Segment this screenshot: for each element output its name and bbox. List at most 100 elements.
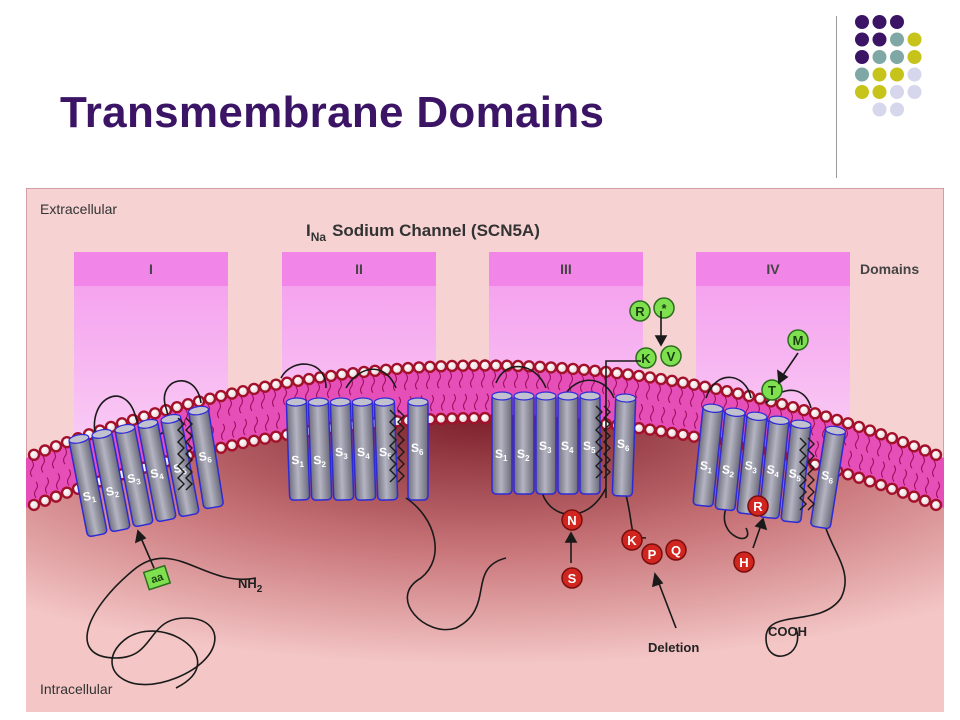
dot-lavender: [907, 85, 922, 99]
helix-segment: S3: [736, 411, 768, 516]
slide-title: Transmembrane Domains: [60, 88, 605, 137]
helix-segment: S5: [373, 397, 399, 501]
peptide-chain: [86, 363, 846, 689]
dot-teal: [890, 32, 904, 47]
helix-segment: S3: [329, 397, 355, 501]
svg-text:S4: S4: [766, 462, 781, 479]
nh2-label: NH2: [238, 576, 263, 595]
svg-text:R: R: [635, 304, 645, 319]
svg-text:S1: S1: [699, 458, 714, 475]
svg-text:S6: S6: [411, 441, 424, 457]
svg-text:S4: S4: [357, 445, 371, 461]
svg-text:S2: S2: [721, 462, 736, 479]
svg-text:S3: S3: [744, 458, 759, 475]
dot-yellow: [855, 85, 869, 99]
dot-teal: [855, 67, 869, 82]
mutation-badge-red: K: [621, 529, 643, 551]
svg-text:*: *: [661, 301, 667, 316]
dot-lavender: [890, 102, 904, 117]
helix-segment: S2: [91, 428, 131, 533]
channel-title-subscript: Na: [311, 230, 327, 244]
channel-title-rest: Sodium Channel (SCN5A): [332, 221, 540, 240]
helix-segment: S1: [285, 397, 311, 501]
mutation-badge-green: *: [653, 297, 675, 319]
dot-purple: [855, 15, 869, 29]
svg-text:H: H: [739, 555, 748, 570]
svg-text:M: M: [793, 333, 804, 348]
svg-text:S6: S6: [617, 437, 631, 453]
deletion-label: Deletion: [648, 640, 699, 655]
helix-segment: S5: [579, 391, 601, 495]
svg-text:S3: S3: [335, 445, 349, 461]
dot-purple: [872, 15, 887, 29]
dot-purple: [855, 32, 869, 47]
dot-yellow: [872, 85, 887, 99]
svg-text:V: V: [667, 349, 676, 364]
mutation-badge-red: P: [641, 543, 663, 565]
svg-text:T: T: [768, 383, 776, 398]
domain-label: I: [149, 261, 153, 277]
dot-purple: [855, 50, 869, 64]
channel-title: INa Sodium Channel (SCN5A): [306, 221, 540, 244]
mutation-badge-green: K: [635, 347, 657, 369]
dot-lavender: [872, 102, 887, 117]
dot-yellow: [907, 32, 922, 47]
svg-text:Q: Q: [671, 543, 681, 558]
dot-yellow: [907, 50, 922, 64]
svg-text:S: S: [568, 571, 577, 586]
helix-segment: S4: [351, 397, 377, 501]
mutation-arrows: [134, 311, 799, 629]
helix-segment: S4: [137, 418, 177, 523]
svg-text:S2: S2: [105, 483, 121, 501]
mutation-badge-red: S: [561, 567, 583, 589]
svg-text:P: P: [648, 547, 657, 562]
dot-purple: [890, 15, 904, 29]
domain-III-helices: S1 S2 S3 S4 S5 S6: [491, 391, 637, 497]
dot-lavender: [890, 85, 904, 99]
dot-lavender: [907, 67, 922, 82]
domain-label: IV: [766, 261, 780, 277]
nh2-subscript: 2: [257, 584, 263, 595]
mutation-badge-red: H: [733, 551, 755, 573]
svg-text:S2: S2: [313, 453, 327, 469]
svg-text:aa: aa: [150, 571, 166, 586]
helix-segment: S3: [114, 423, 154, 528]
svg-text:S4: S4: [149, 465, 165, 483]
svg-text:S4: S4: [561, 439, 574, 455]
dot-yellow: [890, 67, 904, 82]
svg-text:K: K: [641, 351, 651, 366]
domain-label: II: [355, 261, 363, 277]
nh2-text: NH: [238, 576, 257, 591]
mutation-badge-green: V: [660, 345, 682, 367]
helix-segment: S3: [535, 391, 557, 495]
helix-segment-s6: S6: [810, 425, 847, 530]
helix-segment: S4: [557, 391, 579, 495]
helix-segment: S1: [692, 403, 724, 508]
mutation-badge-green: R: [629, 300, 651, 322]
svg-text:S2: S2: [517, 447, 530, 463]
svg-text:S6: S6: [820, 468, 835, 486]
svg-text:S3: S3: [126, 470, 142, 488]
svg-text:N: N: [567, 513, 576, 528]
helix-segment: S2: [513, 391, 535, 495]
helix-segment-s6: S6: [611, 393, 637, 497]
intracellular-label: Intracellular: [40, 681, 113, 697]
decorative-dot-grid: [855, 15, 922, 117]
helix-segment-s6: S6: [407, 397, 429, 501]
helix-segment: S2: [714, 407, 746, 512]
svg-text:S1: S1: [495, 447, 508, 463]
mutation-badge-green: M: [787, 329, 809, 351]
svg-text:S1: S1: [291, 453, 305, 469]
svg-text:S5: S5: [379, 445, 393, 461]
svg-text:S3: S3: [539, 439, 552, 455]
channel-title-i: I: [306, 221, 311, 240]
helix-segment-s6: S6: [187, 405, 224, 510]
helix-segment: S1: [68, 433, 108, 538]
helix-segment: S2: [307, 397, 333, 501]
title-divider-line: [836, 16, 837, 178]
mutation-badge-green: T: [761, 379, 783, 401]
lipid-tails: [29, 371, 941, 499]
cooh-label: COOH: [768, 624, 807, 639]
